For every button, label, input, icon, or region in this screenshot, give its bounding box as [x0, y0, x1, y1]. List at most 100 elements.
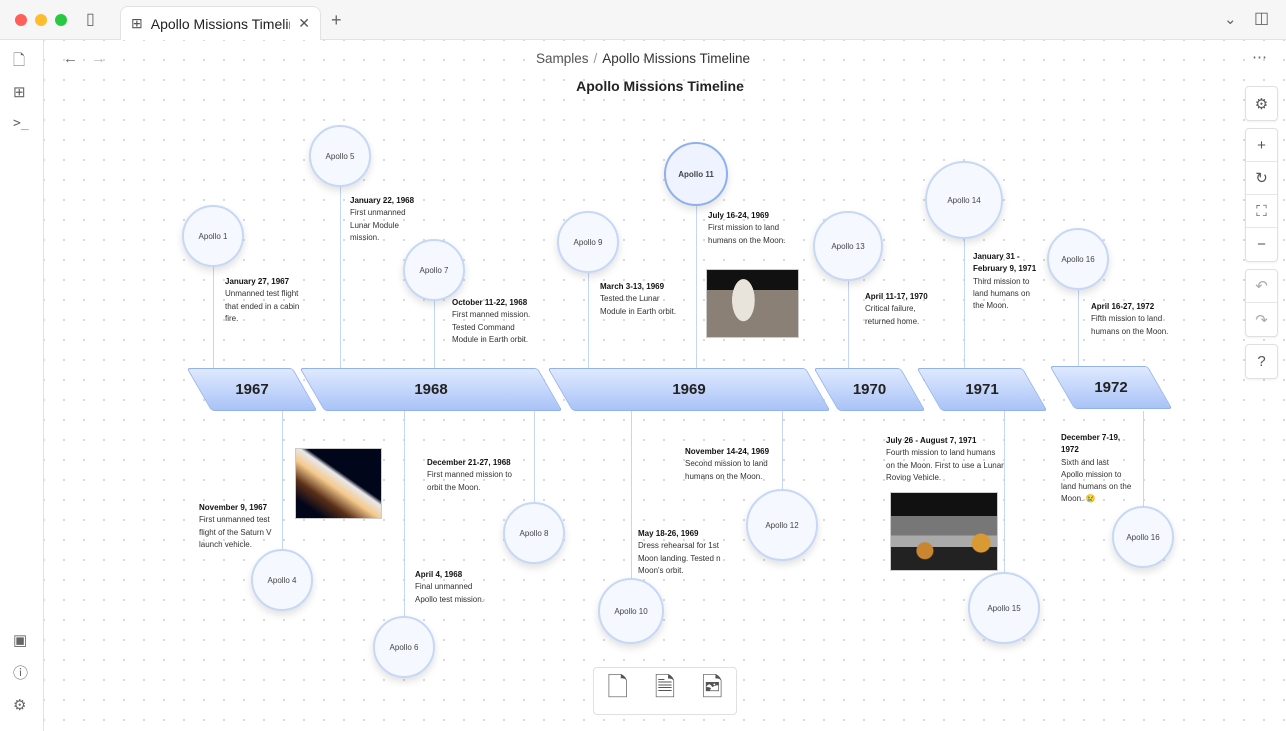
- mission-node[interactable]: Apollo 16: [1112, 506, 1174, 568]
- mission-description: Unmanned test flight that ended in a cab…: [225, 289, 300, 323]
- minimize-window-button[interactable]: [35, 14, 47, 26]
- grid-icon[interactable]: ⊞: [13, 84, 26, 101]
- mission-description: First mission to land humans on the Moon…: [708, 223, 786, 245]
- zoom-out-icon[interactable]: −: [1257, 236, 1266, 253]
- settings-icon[interactable]: ⚙: [13, 697, 27, 714]
- contact-card-icon[interactable]: ▣: [13, 632, 28, 649]
- mission-description: Fourth mission to land humans on the Moo…: [886, 448, 1004, 482]
- mission-date: April 4, 1968: [415, 570, 463, 579]
- fit-screen-icon[interactable]: ⛶: [1246, 195, 1277, 228]
- breadcrumb: Samples/Apollo Missions Timeline: [0, 51, 1286, 66]
- gear-icon[interactable]: ⚙: [1254, 95, 1269, 113]
- mission-node[interactable]: Apollo 15: [968, 572, 1040, 644]
- mission-node[interactable]: Apollo 8: [503, 502, 565, 564]
- new-tab-icon[interactable]: +: [331, 10, 342, 30]
- year-bar-1971[interactable]: 1971: [916, 368, 1048, 411]
- breadcrumb-separator: /: [593, 51, 598, 66]
- image-file-icon[interactable]: 🖻: [701, 672, 723, 702]
- mission-date: November 9, 1967: [199, 503, 268, 512]
- terminal-icon[interactable]: >_: [13, 116, 29, 131]
- connector-line: [782, 411, 783, 489]
- mission-node[interactable]: Apollo 13: [813, 211, 883, 281]
- tab-apollo-timeline[interactable]: ⊞ Apollo Missions Timeline ✕: [120, 6, 321, 40]
- year-label: 1969: [672, 381, 706, 398]
- connector-line: [964, 239, 965, 368]
- mission-date: December 21-27, 1968: [427, 458, 511, 467]
- close-tab-icon[interactable]: ✕: [298, 15, 310, 31]
- mission-date: January 22, 1968: [350, 196, 415, 205]
- help-icon[interactable]: ?: [1257, 353, 1266, 370]
- left-sidebar: 🗋 ⊞ >_ ▣ ⓘ ⚙: [0, 40, 44, 731]
- mission-node[interactable]: Apollo 10: [598, 578, 664, 644]
- close-window-button[interactable]: [15, 14, 27, 26]
- year-bar-1967[interactable]: 1967: [186, 368, 318, 411]
- mission-node[interactable]: Apollo 14: [925, 161, 1003, 239]
- connector-line: [1143, 411, 1144, 506]
- mission-node[interactable]: Apollo 5: [309, 125, 371, 187]
- connector-line: [434, 301, 435, 368]
- year-bar-1969[interactable]: 1969: [547, 368, 831, 411]
- rocket-photo: [295, 448, 382, 519]
- mission-date: November 14-24, 1969: [685, 447, 770, 456]
- mission-description: First manned mission to orbit the Moon.: [427, 470, 512, 492]
- year-label: 1967: [235, 381, 269, 398]
- undo-icon[interactable]: ↶: [1246, 270, 1277, 303]
- year-label: 1972: [1094, 379, 1128, 396]
- mission-description: First unmanned Lunar Module mission.: [350, 208, 406, 242]
- year-label: 1971: [965, 381, 999, 398]
- breadcrumb-parent[interactable]: Samples: [535, 51, 589, 66]
- right-panel-toggle-icon[interactable]: ◫: [1254, 10, 1270, 27]
- mission-date: July 16-24, 1969: [708, 211, 769, 220]
- mission-node[interactable]: Apollo 1: [182, 205, 244, 267]
- mission-node[interactable]: Apollo 6: [373, 616, 435, 678]
- mission-node[interactable]: Apollo 4: [251, 549, 313, 611]
- search-file-icon[interactable]: 🗋: [13, 52, 26, 69]
- year-label: 1968: [414, 381, 448, 398]
- connector-line: [404, 411, 405, 616]
- mission-description: Third mission to land humans on the Moon…: [973, 276, 1030, 311]
- zoom-toolbar: + ↻ ⛶ −: [1245, 128, 1278, 262]
- text-file-icon[interactable]: 🗎: [654, 672, 676, 702]
- mission-node[interactable]: Apollo 16: [1047, 228, 1109, 290]
- blank-file-icon[interactable]: 🗋: [607, 672, 629, 702]
- mission-description: Critical failure, returned home.: [865, 304, 920, 326]
- mission-node[interactable]: Apollo 12: [746, 489, 818, 561]
- export-toolbar: 🗋 🗎 🖻: [593, 667, 737, 715]
- moon-photo: [706, 269, 799, 338]
- connector-line: [696, 206, 697, 368]
- mission-date: July 26 - August 7, 1971: [886, 436, 977, 445]
- redo-icon[interactable]: ↷: [1255, 311, 1268, 329]
- sidebar-toggle-icon[interactable]: ▯: [86, 11, 95, 28]
- mission-description: Dress rehearsal for 1st Moon landing. Te…: [638, 541, 721, 575]
- year-bar-1970[interactable]: 1970: [813, 368, 926, 411]
- help-icon[interactable]: ⓘ: [13, 665, 29, 682]
- more-options-icon[interactable]: ⋯: [1252, 49, 1267, 66]
- mission-description: First unmanned test flight of the Saturn…: [199, 515, 272, 549]
- year-bar-1968[interactable]: 1968: [299, 368, 563, 411]
- connector-line: [848, 281, 849, 368]
- mission-date: December 7-19, 1972: [1061, 433, 1121, 455]
- rover-photo: [890, 492, 998, 571]
- back-arrow-icon[interactable]: ←: [63, 50, 78, 67]
- mission-node[interactable]: Apollo 9: [557, 211, 619, 273]
- mission-date: May 18-26, 1969: [638, 529, 699, 538]
- zoom-in-icon[interactable]: +: [1246, 129, 1277, 162]
- year-bar-1972[interactable]: 1972: [1049, 366, 1173, 409]
- forward-arrow-icon[interactable]: →: [91, 50, 106, 67]
- connector-line: [588, 273, 589, 368]
- mission-date: January 31 - February 9, 1971: [973, 252, 1037, 274]
- mission-node[interactable]: Apollo 11: [664, 142, 728, 206]
- mission-node[interactable]: Apollo 7: [403, 239, 465, 301]
- reset-rotate-icon[interactable]: ↻: [1246, 162, 1277, 195]
- maximize-window-button[interactable]: [55, 14, 67, 26]
- chevron-down-icon[interactable]: ⌄: [1224, 11, 1237, 28]
